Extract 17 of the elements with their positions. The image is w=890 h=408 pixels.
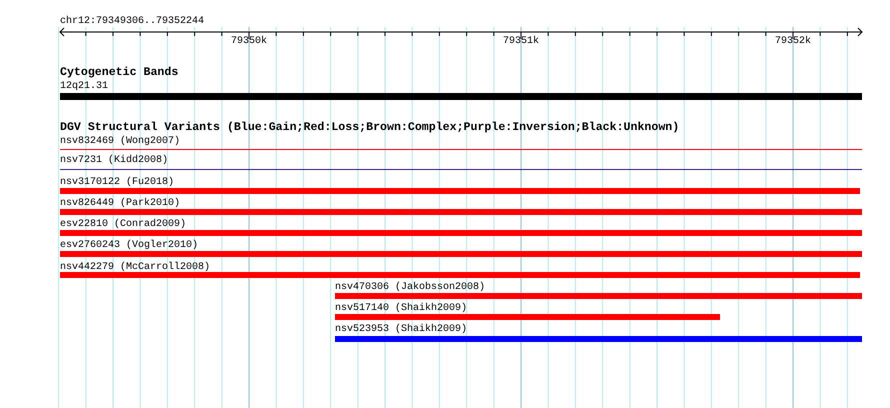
- axis-tick-label: 79351k: [503, 36, 540, 46]
- coordinate-range: chr12:79349306..79352244: [60, 16, 204, 26]
- track-title: Cytogenetic Bands: [60, 67, 178, 79]
- variant-label: esv22810 (Conrad2009): [60, 218, 186, 230]
- variant-label: esv2760243 (Vogler2010): [60, 240, 198, 250]
- band-label: 12q21.31: [60, 80, 108, 92]
- track-title: DGV Structural Variants (Blue:Gain;Red:Loss;Brown:Complex;Purple:Inversion;Black:Unknown): [60, 122, 680, 134]
- variant-label: nsv832469 (Wong2007): [60, 136, 180, 146]
- variant-label: nsv826449 (Park2010): [60, 198, 180, 208]
- variant-label: nsv442279 (McCarroll2008): [60, 262, 210, 272]
- variant-label: nsv517140 (Shaikh2009): [335, 302, 468, 314]
- variant-label: nsv7231 (Kidd2008): [60, 154, 168, 166]
- axis-tick-label: 79352k: [775, 36, 812, 46]
- axis-tick-label: 79350k: [231, 36, 268, 46]
- variant-label: nsv523953 (Shaikh2009): [335, 324, 468, 334]
- variant-label: nsv3170122 (Fu2018): [60, 176, 174, 188]
- variant-label: nsv470306 (Jakobsson2008): [335, 282, 486, 292]
